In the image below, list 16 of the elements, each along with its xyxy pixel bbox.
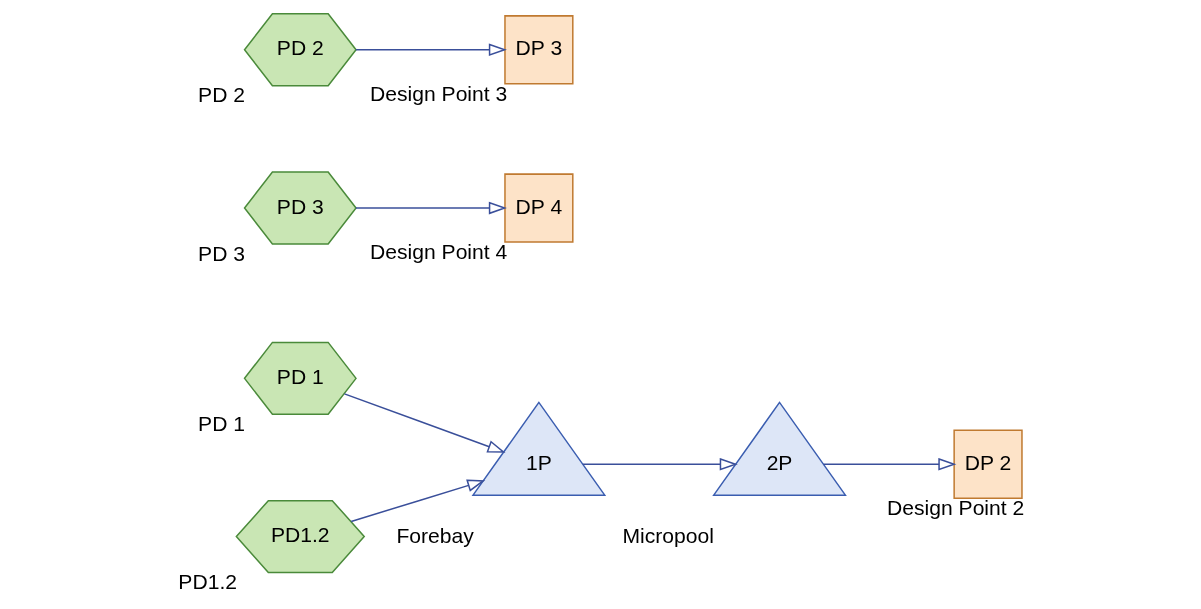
node-label: PD1.2 <box>178 570 237 594</box>
node-label: PD 3 <box>198 241 246 265</box>
arrow <box>355 43 507 57</box>
arrow <box>350 479 486 523</box>
arrow <box>343 393 506 453</box>
node-box: DP 3 <box>504 15 574 85</box>
node-label: Design Point 2 <box>887 496 1025 520</box>
node-box: DP 4 <box>504 173 574 243</box>
node-label: Micropool <box>622 523 714 547</box>
node-label: PD 2 <box>198 83 246 107</box>
node-box: DP 2 <box>953 429 1023 499</box>
arrow <box>582 457 738 471</box>
node-label: Forebay <box>396 523 474 547</box>
arrow <box>822 457 957 471</box>
arrow <box>355 201 507 215</box>
node-label: PD 1 <box>198 411 246 435</box>
